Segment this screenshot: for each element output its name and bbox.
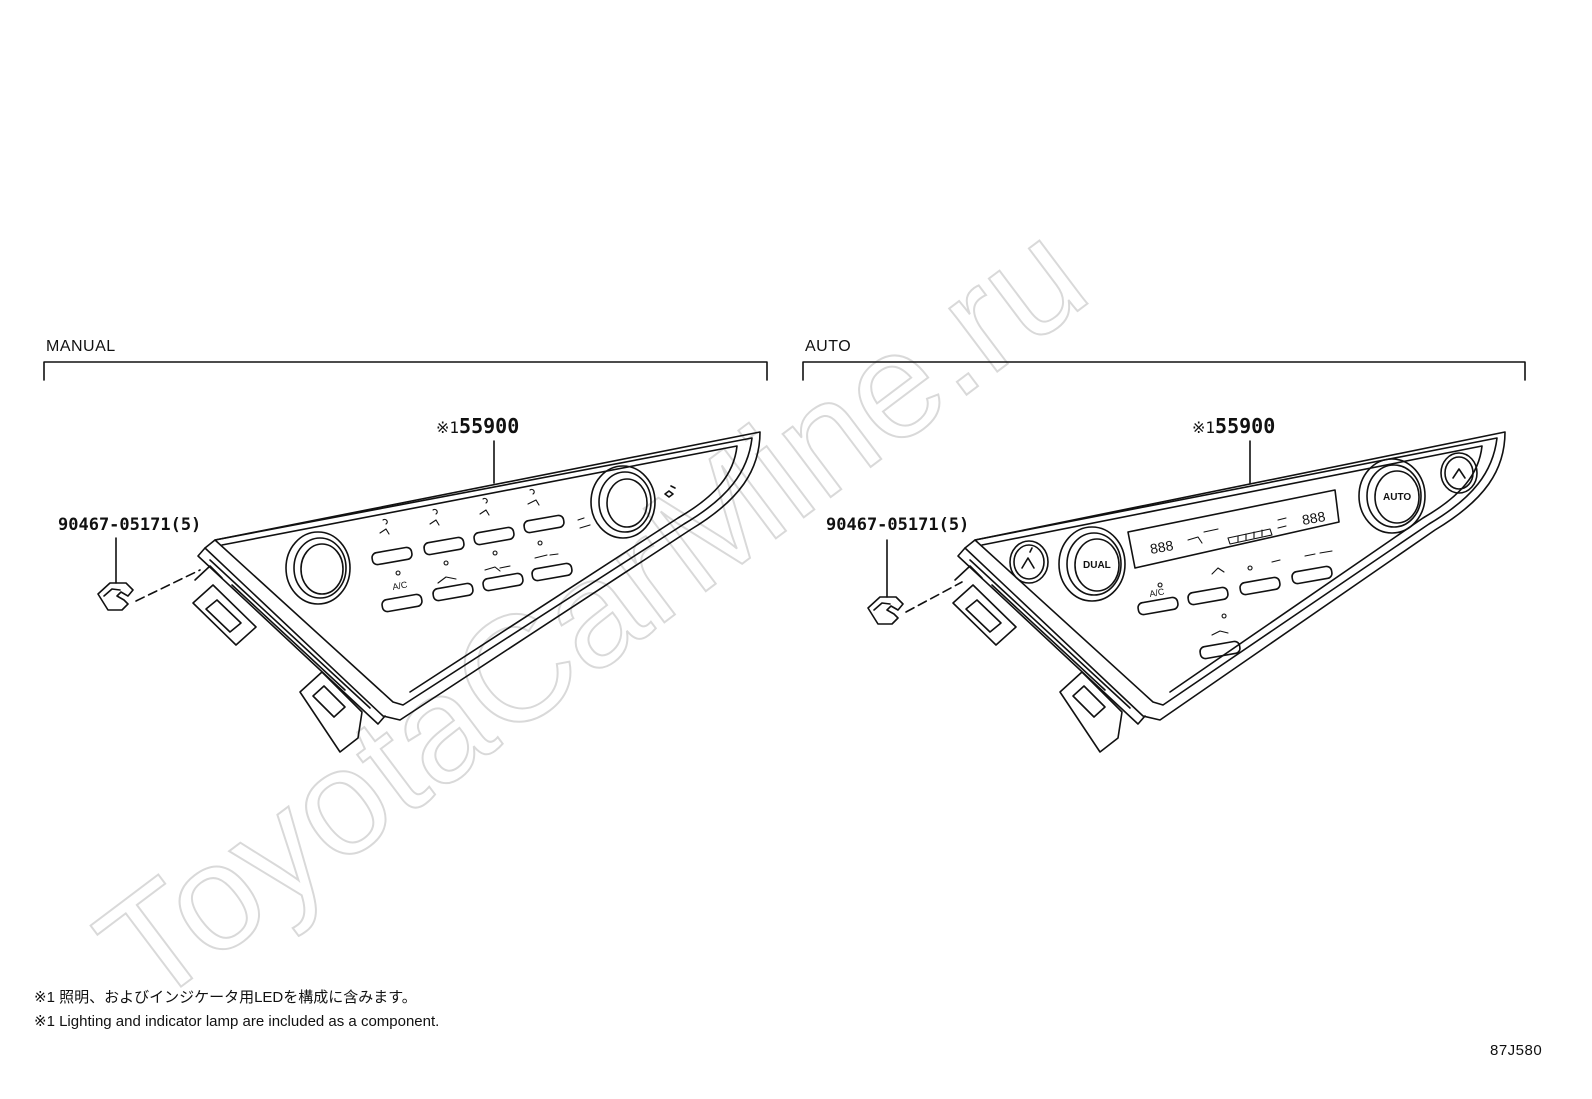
- button-row-auto: [1137, 565, 1333, 660]
- fan-knob: [590, 465, 676, 539]
- climate-panel-manual: A/C: [192, 431, 761, 753]
- footnote-english: ※1 Lighting and indicator lamp are inclu…: [34, 1013, 440, 1030]
- ac-label-manual: A/C: [392, 579, 409, 592]
- climate-panel-auto: DUAL AUTO 888 888: [952, 431, 1506, 753]
- mounting-tab: [192, 584, 257, 646]
- mounting-tab: [1059, 671, 1123, 753]
- footnote-japanese: ※1 照明、およびインジケータ用LEDを構成に含みます。: [34, 989, 417, 1006]
- part-number-main-manual: ※155900: [436, 414, 519, 438]
- part-number-fastener-auto: 90467-05171(5): [826, 515, 970, 535]
- section-bracket-manual: [43, 361, 768, 381]
- mounting-tab: [299, 671, 363, 753]
- temperature-knob-dual: [1058, 526, 1126, 602]
- diagram-code: 87J580: [1490, 1042, 1543, 1059]
- part-number-manual: 55900: [459, 414, 520, 438]
- front-defog-button: [1009, 540, 1049, 584]
- temperature-knob-auto: [1358, 458, 1426, 534]
- section-title-manual: MANUAL: [46, 338, 116, 355]
- part-mark-manual: ※1: [436, 418, 460, 437]
- mounting-tab: [952, 584, 1017, 646]
- button-row-2: [381, 562, 573, 613]
- display-temp-right: 888: [1301, 508, 1327, 528]
- rear-defog-button: [1440, 452, 1478, 494]
- auto-label: AUTO: [1383, 492, 1411, 503]
- ac-label-auto: A/C: [1149, 586, 1166, 599]
- display-window: [1127, 489, 1340, 569]
- display-temp-left: 888: [1149, 537, 1175, 557]
- section-title-auto: AUTO: [805, 338, 852, 355]
- part-number-auto: 55900: [1215, 414, 1276, 438]
- section-bracket-auto: [802, 361, 1526, 381]
- fastener-clip-manual: [97, 537, 201, 611]
- fastener-clip-auto: [867, 539, 963, 625]
- part-number-fastener-manual: 90467-05171(5): [58, 515, 202, 535]
- temperature-knob: [285, 531, 351, 605]
- footnotes: ※1 照明、およびインジケータ用LEDを構成に含みます。 ※1 Lighting…: [34, 986, 439, 1034]
- part-mark-auto: ※1: [1192, 418, 1216, 437]
- button-row-1: [371, 514, 565, 566]
- part-number-main-auto: ※155900: [1192, 414, 1275, 438]
- dual-label: DUAL: [1083, 560, 1111, 571]
